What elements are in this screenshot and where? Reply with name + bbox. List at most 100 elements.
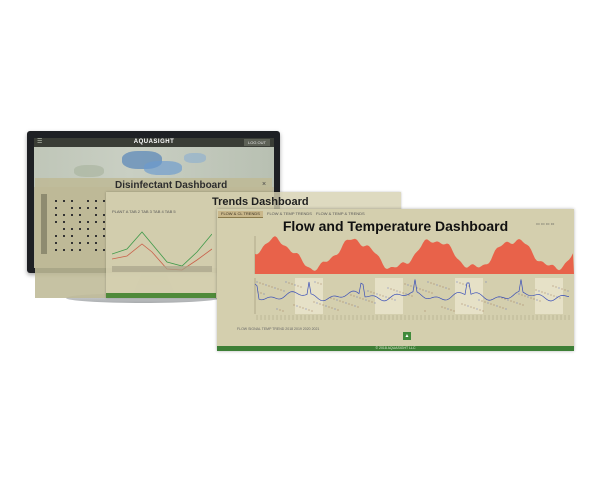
scatter-point bbox=[311, 310, 313, 312]
scatter-point bbox=[407, 284, 409, 286]
scatter-point bbox=[505, 308, 507, 310]
scatter-point bbox=[441, 306, 443, 308]
grid-dot bbox=[71, 200, 73, 202]
scatter-point bbox=[296, 305, 298, 307]
scatter-point bbox=[552, 285, 554, 287]
scatter-point bbox=[536, 299, 538, 301]
scatter-point bbox=[502, 307, 504, 309]
footer-text: © 2018 AQUASIGHT LLC bbox=[375, 346, 416, 350]
chart-legend: FLOW SIGNAL TEMP TREND 2018 2019 2020 20… bbox=[237, 327, 320, 331]
scatter-point bbox=[459, 282, 461, 284]
scatter-point bbox=[345, 302, 347, 304]
scatter-point bbox=[276, 308, 278, 310]
scatter-point bbox=[442, 286, 444, 288]
scatter-point bbox=[260, 292, 262, 294]
scatter-point bbox=[316, 302, 318, 304]
scatter-point bbox=[567, 290, 569, 292]
grid-dot bbox=[63, 200, 65, 202]
trends-series-red bbox=[112, 243, 212, 271]
grid-dot bbox=[63, 214, 65, 216]
scroll-top-button[interactable]: ▲ bbox=[403, 332, 411, 340]
scatter-point bbox=[277, 288, 279, 290]
x-ticks bbox=[256, 315, 570, 320]
scatter-point bbox=[467, 305, 469, 307]
scatter-point bbox=[482, 310, 484, 312]
scatter-point bbox=[333, 298, 335, 300]
scatter-point bbox=[538, 290, 540, 292]
scatter-series bbox=[256, 281, 569, 312]
grid-dot bbox=[87, 221, 89, 223]
view-buttons[interactable]: ▭ ▭ ▭ ▭ bbox=[536, 221, 555, 226]
trends-chart bbox=[112, 231, 212, 272]
scatter-point bbox=[493, 304, 495, 306]
grid-dot bbox=[95, 242, 97, 244]
grid-dot bbox=[79, 207, 81, 209]
scatter-point bbox=[334, 308, 336, 310]
scatter-point bbox=[553, 295, 555, 297]
scatter-point bbox=[496, 305, 498, 307]
scatter-point bbox=[473, 307, 475, 309]
grid-dot bbox=[55, 214, 57, 216]
scatter-point bbox=[390, 288, 392, 290]
disinfectant-grid bbox=[55, 200, 115, 260]
scatter-point bbox=[370, 291, 372, 293]
scatter-point bbox=[308, 309, 310, 311]
grid-dot bbox=[55, 242, 57, 244]
scatter-point bbox=[393, 289, 395, 291]
grid-dot bbox=[103, 228, 105, 230]
scatter-point bbox=[555, 286, 557, 288]
scatter-point bbox=[535, 289, 537, 291]
trends-band bbox=[112, 266, 212, 272]
scatter-point bbox=[382, 295, 384, 297]
scatter-point bbox=[533, 298, 535, 300]
menu-icon[interactable]: ☰ bbox=[37, 139, 43, 145]
scatter-point bbox=[504, 298, 506, 300]
scatter-point bbox=[368, 300, 370, 302]
logout-button[interactable]: LOG OUT bbox=[244, 139, 270, 146]
scatter-point bbox=[320, 283, 322, 285]
scatter-point bbox=[510, 300, 512, 302]
scatter-point bbox=[408, 294, 410, 296]
scatter-point bbox=[448, 288, 450, 290]
scatter-point bbox=[470, 306, 472, 308]
grid-dot bbox=[79, 214, 81, 216]
scatter-point bbox=[319, 303, 321, 305]
scatter-point bbox=[325, 305, 327, 307]
scatter-point bbox=[339, 300, 341, 302]
scatter-point bbox=[274, 287, 276, 289]
map-region bbox=[184, 153, 206, 163]
scatter-point bbox=[265, 284, 267, 286]
scatter-point bbox=[501, 297, 503, 299]
tab-flow-temp-and-trends[interactable]: FLOW & TEMP & TRENDS bbox=[316, 211, 365, 216]
tab-flow-cl-trends[interactable] bbox=[218, 211, 263, 218]
scatter-point bbox=[444, 307, 446, 309]
scatter-point bbox=[371, 301, 373, 303]
scatter-point bbox=[507, 299, 509, 301]
scatter-point bbox=[513, 301, 515, 303]
scatter-point bbox=[348, 303, 350, 305]
scatter-point bbox=[411, 295, 413, 297]
grid-dot bbox=[87, 242, 89, 244]
grid-dot bbox=[95, 235, 97, 237]
tab-flow-temp-trends[interactable]: FLOW & TEMP TRENDS bbox=[267, 211, 312, 216]
scatter-point bbox=[447, 308, 449, 310]
trends-tabs[interactable]: PLANT A TAB 2 TAB 3 TAB 4 TAB 5 bbox=[112, 209, 176, 214]
grid-dot bbox=[79, 221, 81, 223]
scatter-point bbox=[485, 281, 487, 283]
scatter-point bbox=[427, 281, 429, 283]
close-icon[interactable]: × bbox=[262, 181, 267, 188]
scatter-point bbox=[354, 305, 356, 307]
grid-dot bbox=[55, 235, 57, 237]
scatter-point bbox=[336, 299, 338, 301]
grid-dot bbox=[95, 207, 97, 209]
grid-dot bbox=[71, 228, 73, 230]
scatter-point bbox=[279, 309, 281, 311]
grid-dot bbox=[79, 249, 81, 251]
scatter-point bbox=[305, 308, 307, 310]
scatter-point bbox=[294, 284, 296, 286]
scatter-point bbox=[357, 306, 359, 308]
scatter-point bbox=[439, 285, 441, 287]
scatter-point bbox=[405, 293, 407, 295]
scatter-point bbox=[550, 294, 552, 296]
scatter-point bbox=[564, 289, 566, 291]
